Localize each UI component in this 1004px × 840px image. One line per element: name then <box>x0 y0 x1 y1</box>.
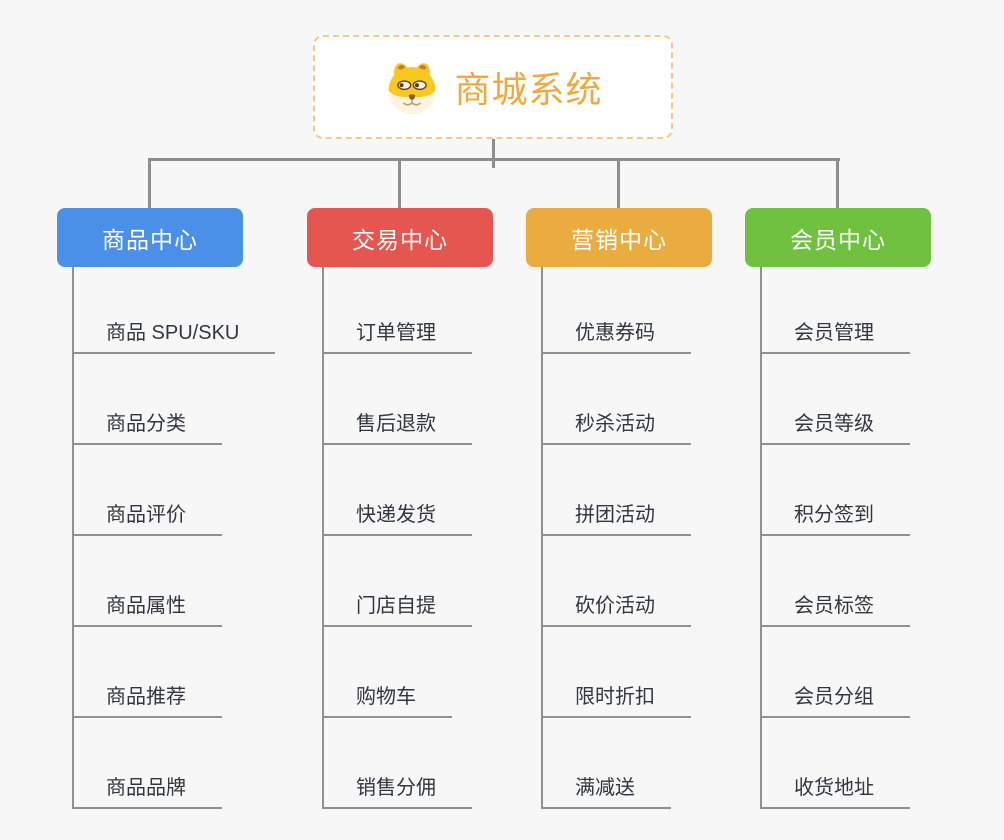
connector-rail-line <box>148 158 840 161</box>
dog-face-icon <box>388 63 437 115</box>
child-node-label: 会员等级 <box>794 413 874 435</box>
branch-box-marketing-center[interactable]: 营销中心 <box>526 208 712 267</box>
root-title: 商城系统 <box>454 69 603 110</box>
child-node-label: 售后退款 <box>356 413 436 435</box>
child-node[interactable]: 商品推荐 <box>72 627 222 718</box>
child-node-label: 拼团活动 <box>575 504 655 526</box>
child-node[interactable]: 会员等级 <box>760 354 910 445</box>
connector-drop-line <box>617 158 620 209</box>
child-node-label: 收货地址 <box>794 777 874 799</box>
root-stem-line <box>492 139 495 168</box>
child-node[interactable]: 商品品牌 <box>72 718 222 809</box>
child-node-label: 销售分佣 <box>356 777 436 799</box>
child-node[interactable]: 购物车 <box>322 627 452 718</box>
child-node[interactable]: 售后退款 <box>322 354 472 445</box>
child-node[interactable]: 秒杀活动 <box>541 354 691 445</box>
child-node[interactable]: 优惠券码 <box>541 267 691 354</box>
connector-drop-line <box>148 158 151 209</box>
child-node[interactable]: 会员标签 <box>760 536 910 627</box>
child-node[interactable]: 快递发货 <box>322 445 472 536</box>
branch-box-trade-center[interactable]: 交易中心 <box>307 208 493 267</box>
child-node[interactable]: 砍价活动 <box>541 536 691 627</box>
child-node[interactable]: 限时折扣 <box>541 627 691 718</box>
child-node-label: 优惠券码 <box>575 322 655 344</box>
branch-children: 订单管理售后退款快递发货门店自提购物车销售分佣 <box>322 267 472 809</box>
connector-drop-line <box>398 158 401 209</box>
child-node[interactable]: 销售分佣 <box>322 718 472 809</box>
child-node-label: 满减送 <box>575 777 635 799</box>
branch-label: 会员中心 <box>790 226 886 253</box>
branch-children: 商品 SPU/SKU 商品分类商品评价商品属性商品推荐商品品牌 <box>72 267 276 809</box>
child-node-label: 订单管理 <box>356 322 436 344</box>
child-node-label: 会员分组 <box>794 686 874 708</box>
branch-trade-center: 交易中心 订单管理售后退款快递发货门店自提购物车销售分佣 <box>307 208 493 809</box>
child-node[interactable]: 商品属性 <box>72 536 222 627</box>
child-node-label: 购物车 <box>356 686 416 708</box>
child-node[interactable]: 商品分类 <box>72 354 222 445</box>
child-node-label: 门店自提 <box>356 595 436 617</box>
child-node[interactable]: 拼团活动 <box>541 445 691 536</box>
child-node-label: 商品属性 <box>106 595 186 617</box>
root-node[interactable]: 商城系统 <box>313 35 673 139</box>
branch-label: 营销中心 <box>571 226 667 253</box>
branch-label: 商品中心 <box>102 226 198 253</box>
child-node[interactable]: 积分签到 <box>760 445 910 536</box>
branch-label: 交易中心 <box>352 226 448 253</box>
child-node-label: 积分签到 <box>794 504 874 526</box>
branch-member-center: 会员中心 会员管理会员等级积分签到会员标签会员分组收货地址 <box>745 208 931 809</box>
child-node-label: 快递发货 <box>356 504 436 526</box>
child-node[interactable]: 商品评价 <box>72 445 222 536</box>
child-node[interactable]: 订单管理 <box>322 267 472 354</box>
child-node[interactable]: 商品 SPU/SKU <box>72 267 276 354</box>
connector-drop-line <box>836 158 839 209</box>
child-node-label: 限时折扣 <box>575 686 655 708</box>
branch-children: 优惠券码秒杀活动拼团活动砍价活动限时折扣满减送 <box>541 267 691 809</box>
child-node[interactable]: 满减送 <box>541 718 671 809</box>
child-node[interactable]: 收货地址 <box>760 718 910 809</box>
child-node-label: 商品推荐 <box>106 686 186 708</box>
branch-product-center: 商品中心 商品 SPU/SKU 商品分类商品评价商品属性商品推荐商品品牌 <box>57 208 276 809</box>
branch-marketing-center: 营销中心 优惠券码秒杀活动拼团活动砍价活动限时折扣满减送 <box>526 208 712 809</box>
child-node-label: 商品 SPU/SKU <box>106 322 240 344</box>
branch-box-product-center[interactable]: 商品中心 <box>57 208 243 267</box>
child-node-label: 商品品牌 <box>106 777 186 799</box>
child-node[interactable]: 门店自提 <box>322 536 472 627</box>
branch-box-member-center[interactable]: 会员中心 <box>745 208 931 267</box>
child-node-label: 商品分类 <box>106 413 186 435</box>
child-node-label: 砍价活动 <box>575 595 655 617</box>
child-node[interactable]: 会员管理 <box>760 267 910 354</box>
branch-children: 会员管理会员等级积分签到会员标签会员分组收货地址 <box>760 267 910 809</box>
child-node-label: 商品评价 <box>106 504 186 526</box>
child-node[interactable]: 会员分组 <box>760 627 910 718</box>
child-node-label: 秒杀活动 <box>575 413 655 435</box>
child-node-label: 会员管理 <box>794 322 874 344</box>
child-node-label: 会员标签 <box>794 595 874 617</box>
